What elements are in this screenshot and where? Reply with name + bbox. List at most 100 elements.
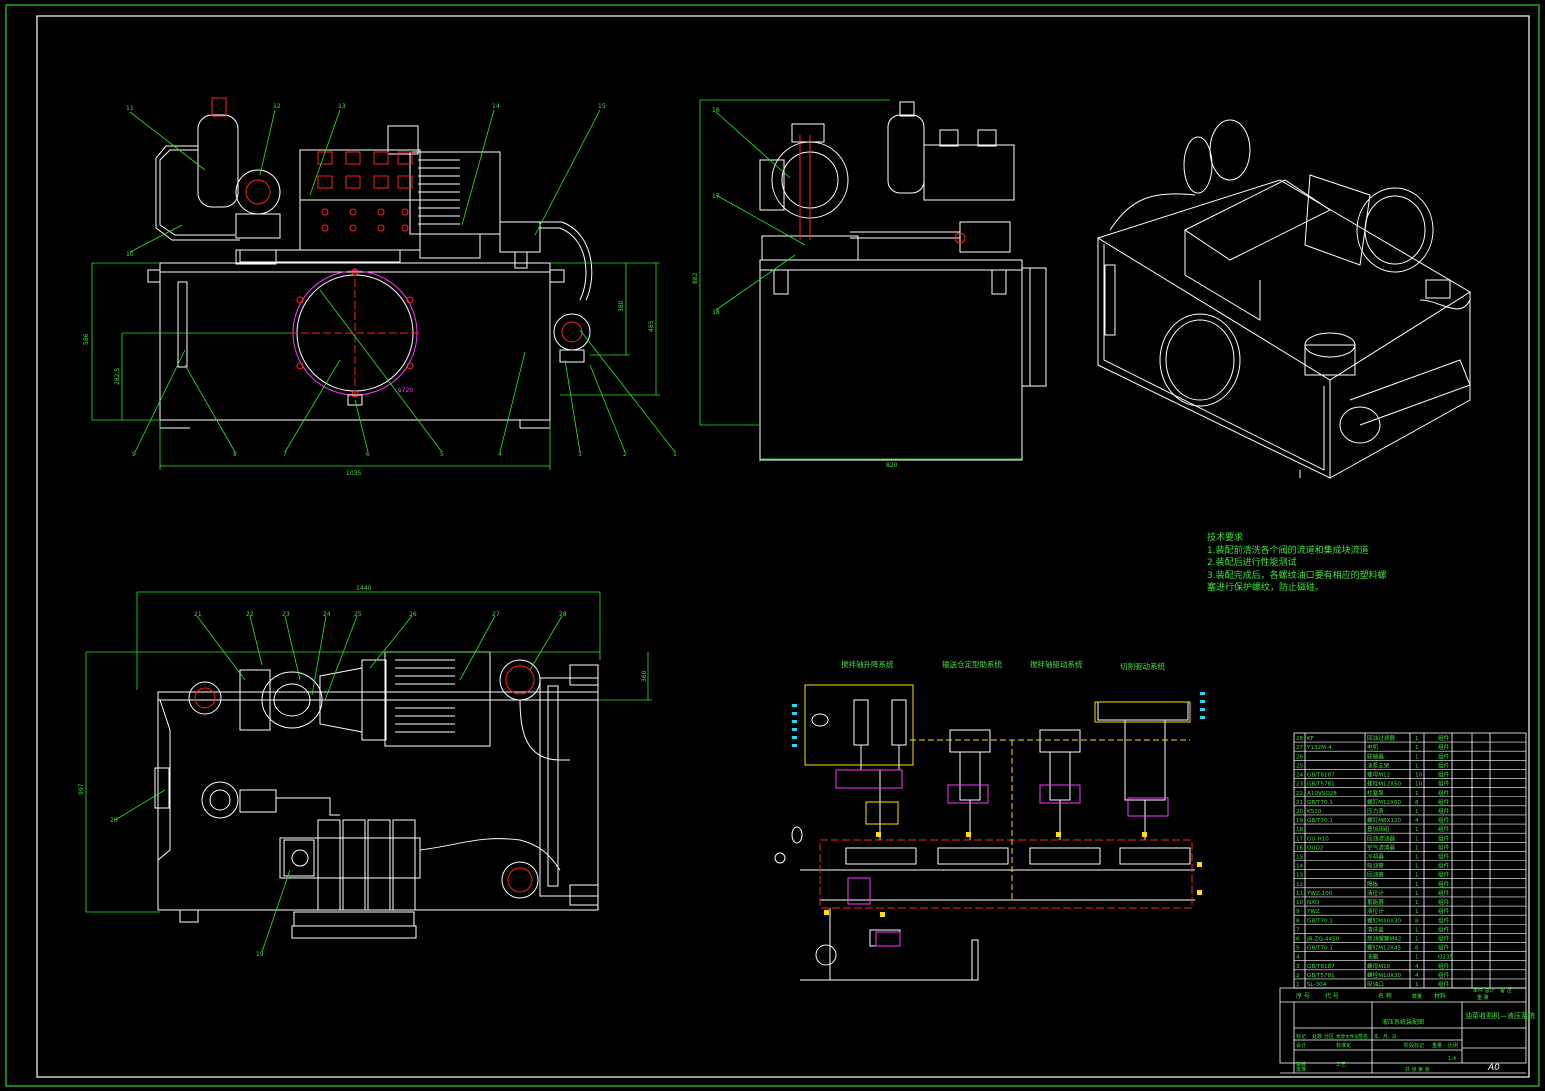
bom-cell-qty: 6	[1415, 946, 1419, 952]
hydraulic-schematic	[774, 684, 1205, 981]
bom-cell-qty: 1	[1415, 855, 1419, 861]
callout-7: 7	[283, 451, 287, 458]
callout-3: 3	[578, 451, 582, 458]
stage-label-2: 比例	[1448, 1042, 1458, 1049]
drawing-subtitle: 液压系统装配图	[1382, 1018, 1424, 1026]
bom-cell-code: GB/T70.1	[1307, 818, 1333, 824]
bom-cell-no: 9	[1296, 909, 1300, 915]
bom-cell-qty: 10	[1415, 773, 1423, 779]
bom-cell-no: 5	[1296, 946, 1300, 952]
bom-cell-qty: 4	[1415, 964, 1419, 970]
bom-cell-no: 17	[1296, 836, 1304, 842]
bom-cell-material: 组件	[1438, 825, 1450, 833]
bom-cell-material: 组件	[1438, 962, 1450, 970]
bom-cell-qty: 1	[1415, 763, 1419, 769]
bom-cell-code: Y132M-4	[1306, 745, 1332, 751]
dim-side-width: 820	[886, 462, 898, 469]
bom-cell-name: 液位计	[1367, 889, 1384, 897]
callout-15: 15	[598, 103, 606, 110]
bom-header-seq: 序 号	[1296, 992, 1310, 1000]
dim-side-height: 882	[692, 272, 699, 284]
bom-cell-material: 组件	[1438, 862, 1450, 870]
bom-cell-name: 油箱	[1367, 953, 1379, 961]
dim-top-right: 360	[641, 670, 648, 682]
bom-cell-name: 柱塞泵	[1367, 789, 1384, 797]
bom-cell-material: 组件	[1438, 944, 1450, 952]
callout-labels: 11 12 13 14 15 10 9 8 7 6 5 4 3 2 1 16 1…	[78, 103, 898, 958]
bom-cell-qty: 1	[1415, 955, 1419, 961]
bom-cell-code: GB/T5781	[1307, 782, 1335, 788]
bom-cell-qty: 1	[1415, 736, 1419, 742]
bom-cell-material: 组件	[1438, 889, 1450, 897]
sign-label-3: 更改文件号	[1336, 1033, 1359, 1040]
bom-cell-no: 10	[1296, 900, 1304, 906]
bom-cell-no: 11	[1296, 891, 1304, 897]
bom-cell-name: 螺钉M8X120	[1367, 816, 1402, 824]
bom-cell-code: KS10	[1307, 809, 1322, 815]
bom-cell-material: 组件	[1438, 743, 1450, 751]
bom-cell-no: 19	[1296, 818, 1304, 824]
front-view-dimensions	[91, 262, 660, 470]
front-view	[147, 97, 593, 429]
tech-req-item-1: 1.装配前清洗各个阀的流道和集成块流道	[1207, 545, 1369, 556]
bom-cell-qty: 1	[1415, 791, 1419, 797]
scale-value: 1:4	[1448, 1056, 1456, 1062]
callout-28: 28	[559, 611, 567, 618]
bom-cell-no: 21	[1296, 800, 1304, 806]
bom-cell-material: 组件	[1438, 971, 1450, 979]
bom-cell-no: 25	[1296, 763, 1304, 769]
bom-cell-qty: 1	[1415, 745, 1419, 751]
tech-req-item-2: 2.装配后进行性能测试	[1207, 558, 1297, 568]
callout-17: 17	[712, 193, 720, 200]
bom-cell-qty: 1	[1415, 891, 1419, 897]
front-view-leaders	[129, 109, 676, 453]
callout-5: 5	[440, 451, 444, 458]
sign-label-0: 标记	[1296, 1033, 1306, 1040]
callout-16: 16	[712, 107, 720, 114]
bom-cell-no: 15	[1296, 855, 1304, 861]
bom-cell-code: JB-ZQ-4450	[1306, 936, 1340, 942]
bom-cell-code: A10VSO28	[1307, 791, 1337, 797]
bom-cell-name: 螺栓M10X30	[1367, 971, 1402, 979]
schematic-title-1: 搅拌轴升降系统	[841, 660, 894, 669]
stage-label-1: 重量	[1432, 1042, 1442, 1049]
bom-cell-qty: 1	[1415, 827, 1419, 833]
dim-front-circle: ø720	[398, 387, 413, 394]
bom-cell-name: 冷却器	[1367, 853, 1384, 861]
schematic-title-2: 输送仓定型助系统	[942, 660, 1002, 669]
dim-front-width: 1035	[346, 470, 361, 477]
bom-cell-material: 组件	[1438, 880, 1450, 888]
bom-cell-name: 回油滤油器	[1367, 834, 1395, 842]
role-label-4: 批准	[1296, 1066, 1306, 1073]
bom-cell-qty: 1	[1415, 936, 1419, 942]
top-view-dimensions	[85, 591, 652, 953]
bom-cell-name: 叠加阀组	[1367, 825, 1390, 833]
dim-front-inner: 282.5	[114, 368, 121, 385]
side-view-dimensions	[699, 99, 1022, 462]
sheet-size: A0	[1487, 1063, 1500, 1073]
bom-cell-no: 20	[1296, 809, 1304, 815]
bom-cell-no: 8	[1296, 918, 1300, 924]
callout-21: 21	[194, 611, 202, 618]
bom-cell-name: 联轴器	[1367, 752, 1384, 760]
bom-cell-qty: 1	[1415, 845, 1419, 851]
bom-cell-qty: 1	[1415, 982, 1419, 988]
callout-1: 1	[673, 451, 677, 458]
bom-cell-material: 组件	[1438, 752, 1450, 760]
tech-req-item-4: 塞进行保护螺纹，防止磁碰。	[1207, 583, 1325, 593]
bom-cell-material: 组件	[1438, 871, 1450, 879]
callout-25: 25	[354, 611, 362, 618]
bom-cell-name: 隔板	[1367, 880, 1379, 888]
bom-cell-name: 吸油口	[1367, 980, 1384, 988]
dim-top-height: 997	[78, 783, 85, 795]
bom-cell-code: QUQ2	[1307, 845, 1323, 851]
callout-6: 6	[366, 451, 370, 458]
callout-23: 23	[282, 611, 290, 618]
technical-requirements: 技术要求 1.装配前清洗各个阀的流道和集成块流道 2.装配后进行性能测试 3.装…	[1207, 532, 1387, 595]
bom-cell-no: 1	[1296, 982, 1300, 988]
bom-cell-qty: 4	[1415, 973, 1419, 979]
callout-4: 4	[498, 451, 502, 458]
bom-cell-no: 23	[1296, 782, 1304, 788]
dim-top-width: 1440	[356, 585, 371, 592]
